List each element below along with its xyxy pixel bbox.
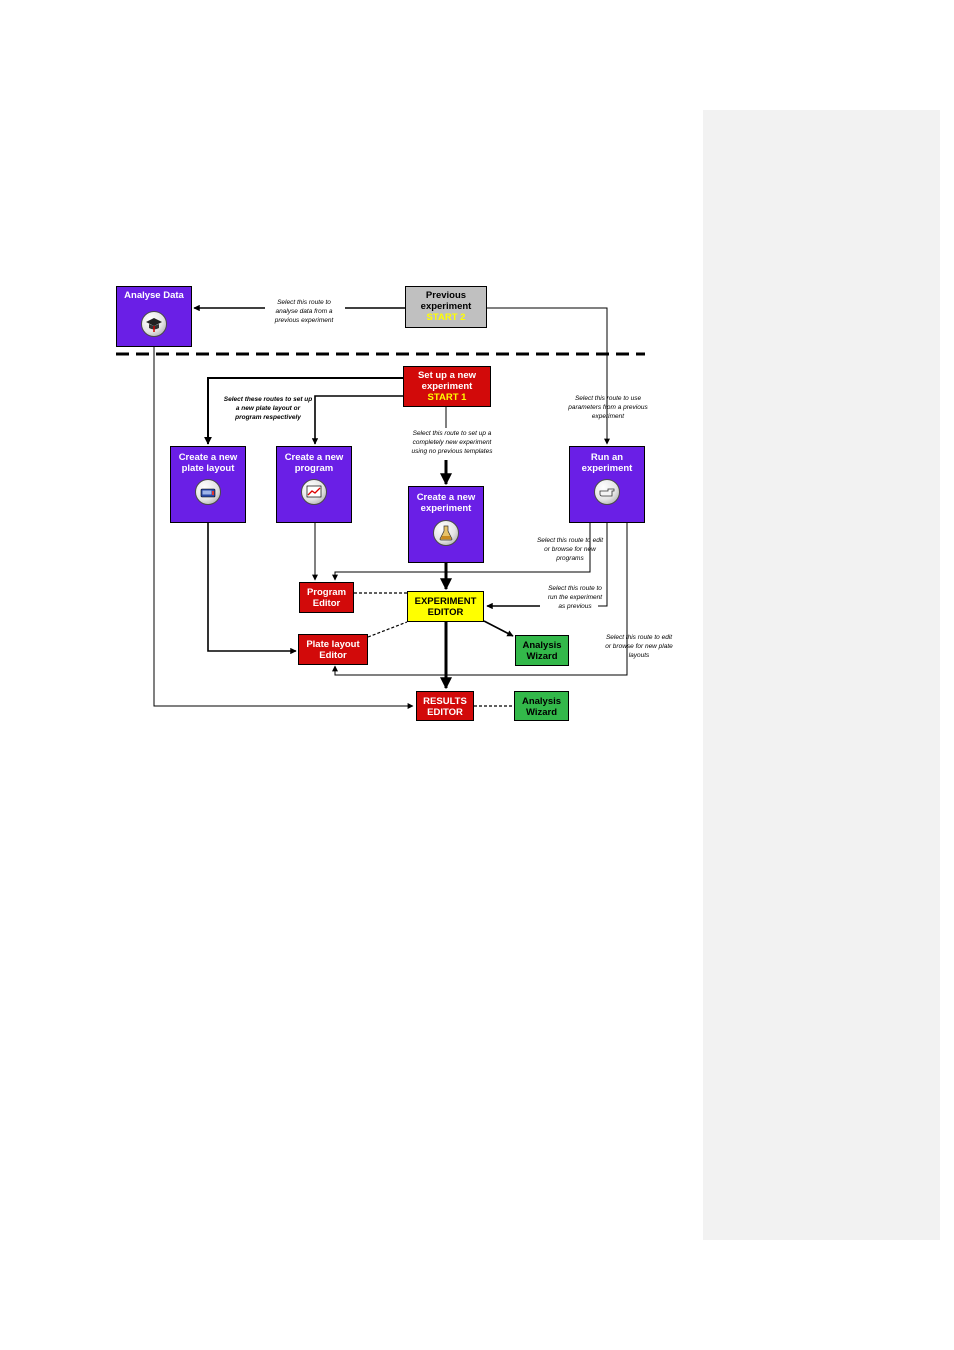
plate-device-icon xyxy=(195,479,221,505)
program-graph-icon xyxy=(301,479,327,505)
start2-label: START 2 xyxy=(426,312,466,323)
run-to-programeditor-arrow xyxy=(332,522,591,581)
results-analysis-wizard-label: Analysis Wizard xyxy=(521,696,562,718)
plate-layout-editor-box: Plate layout Editor xyxy=(298,634,368,665)
analyse-route-note: Select this route to analyse data from a… xyxy=(274,299,334,324)
analysis-wizard-label: Analysis Wizard xyxy=(522,640,562,662)
editor-to-wizard-arrow xyxy=(483,620,514,637)
use-parameters-route-note: Select this route to use parameters from… xyxy=(568,395,648,420)
setup-new-label: Set up a new experiment xyxy=(417,370,477,392)
pointing-hand-icon xyxy=(594,479,620,505)
previous-experiment-label: Previous experiment xyxy=(420,290,472,312)
graduation-cap-icon xyxy=(141,311,167,337)
analyse-data-box: Analyse Data xyxy=(116,286,192,347)
comment-margin-panel xyxy=(703,110,940,1240)
new-experiment-route-note: Select this route to set up a completely… xyxy=(411,430,493,455)
setup-to-plate-arrow xyxy=(204,377,403,445)
new-program-label: Create a new program xyxy=(284,452,344,474)
start1-label: START 1 xyxy=(427,392,467,403)
run-to-plateeditor-arrow xyxy=(332,522,628,676)
analyse-to-results-arrow xyxy=(153,347,414,709)
results-analysis-wizard-box: Analysis Wizard xyxy=(514,691,569,721)
previous-to-run-line xyxy=(487,307,610,445)
program-editor-box: Program Editor xyxy=(299,582,354,613)
new-plate-layout-label: Create a new plate layout xyxy=(178,452,238,474)
program-editor-label: Program Editor xyxy=(306,587,347,609)
run-previous-route-note: Select this route to run the experiment … xyxy=(547,585,603,610)
new-experiment-label: Create a new experiment xyxy=(416,492,476,514)
plate-layout-editor-label: Plate layout Editor xyxy=(306,639,360,661)
new-plate-layout-box: Create a new plate layout xyxy=(170,446,246,523)
setup-to-program-arrow xyxy=(311,395,403,445)
experiment-editor-label: EXPERIMENT EDITOR xyxy=(414,596,477,618)
run-experiment-label: Run an experiment xyxy=(581,452,633,474)
new-experiment-box: Create a new experiment xyxy=(408,486,484,563)
analysis-wizard-box: Analysis Wizard xyxy=(515,635,569,666)
run-to-editor-line xyxy=(598,522,608,607)
previous-experiment-box: Previous experiment START 2 xyxy=(405,286,487,328)
experiment-editor-box: EXPERIMENT EDITOR xyxy=(407,591,484,622)
plate-to-plateeditor-arrow xyxy=(207,522,297,655)
analyse-data-label: Analyse Data xyxy=(124,290,184,301)
flask-icon xyxy=(433,520,459,546)
plateeditor-editor-dotted xyxy=(367,621,408,638)
results-editor-label: RESULTS EDITOR xyxy=(423,696,467,718)
setup-new-experiment-box: Set up a new experiment START 1 xyxy=(403,366,491,407)
run-experiment-box: Run an experiment xyxy=(569,446,645,523)
plate-layouts-route-note: Select this route to edit or browse for … xyxy=(605,634,673,659)
results-editor-box: RESULTS EDITOR xyxy=(416,691,474,721)
new-program-box: Create a new program xyxy=(276,446,352,523)
programs-route-note: Select this route to edit or browse for … xyxy=(536,537,604,562)
plate-program-routes-note: Select these routes to set up a new plat… xyxy=(223,396,313,421)
